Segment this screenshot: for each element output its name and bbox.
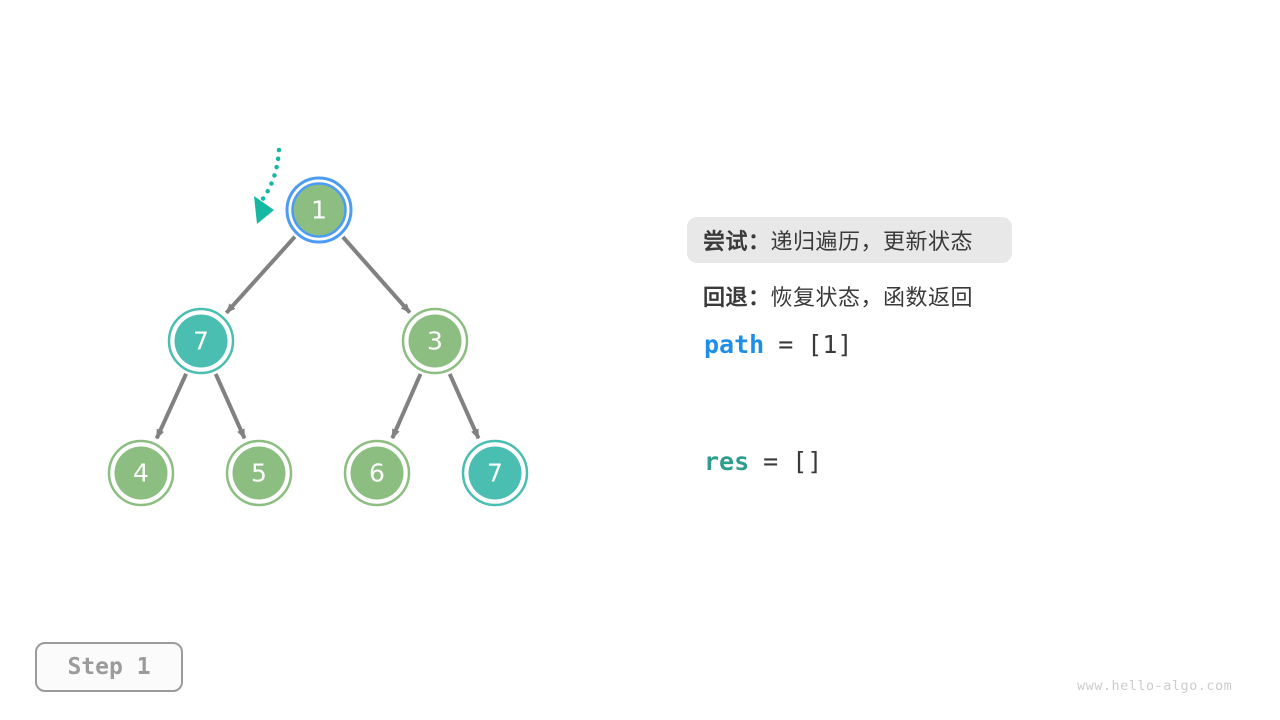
- res-equals-sign: =: [763, 447, 779, 476]
- step-badge-label: Step 1: [67, 654, 151, 680]
- path-equals-sign: =: [778, 330, 794, 359]
- node-label: 1: [311, 196, 327, 225]
- node-label: 3: [427, 327, 443, 356]
- node-label: 5: [251, 459, 267, 488]
- try-action-text: 尝试：递归遍历，更新状态: [703, 224, 973, 256]
- backtrack-label: 回退：: [703, 285, 771, 310]
- edge-3-to-6: [390, 373, 423, 440]
- tree-node-7-left: 7: [167, 307, 235, 375]
- edge-3-to-7: [447, 373, 481, 440]
- visit-pointer-arrowhead-icon: [254, 196, 274, 224]
- node-label: 4: [133, 459, 149, 488]
- tree-node-7-right: 7: [461, 439, 529, 507]
- visit-pointer-dots: [259, 147, 282, 203]
- backtrack-description: 恢复状态，函数返回: [770, 285, 974, 310]
- try-description: 递归遍历，更新状态: [770, 229, 974, 254]
- res-variable-name: res: [704, 447, 750, 476]
- edge-7-to-4: [154, 372, 188, 440]
- watermark: www.hello-algo.com: [1077, 678, 1233, 694]
- edge-1-to-7: [224, 235, 297, 315]
- path-variable-name: path: [704, 330, 765, 359]
- node-label: 7: [487, 459, 503, 488]
- edge-7-to-5: [213, 373, 247, 440]
- binary-tree-diagram: 1 7 3 4 5 6 7: [107, 147, 529, 507]
- try-label: 尝试：: [703, 229, 771, 254]
- tree-node-4: 4: [107, 439, 175, 507]
- path-variable-value: [1]: [807, 330, 853, 359]
- tree-node-3: 3: [401, 307, 469, 375]
- tree-node-5: 5: [225, 439, 293, 507]
- res-variable-line: res = []: [704, 447, 822, 476]
- node-label: 6: [369, 459, 385, 488]
- edge-1-to-3: [341, 235, 412, 314]
- path-variable-line: path = [1]: [704, 330, 852, 359]
- try-action-highlight: 尝试：递归遍历，更新状态: [687, 217, 1012, 263]
- tree-node-1-current: 1: [285, 176, 353, 244]
- visit-pointer-arrow: [254, 147, 282, 224]
- backtrack-action-text: 回退：恢复状态，函数返回: [703, 280, 973, 312]
- res-variable-value: []: [792, 447, 823, 476]
- node-label: 7: [193, 327, 209, 356]
- tree-node-6: 6: [343, 439, 411, 507]
- step-badge: Step 1: [35, 642, 183, 692]
